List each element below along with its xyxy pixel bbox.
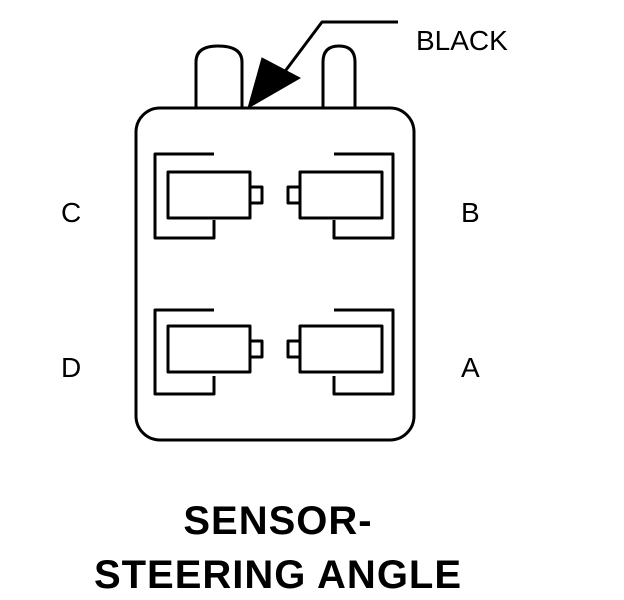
connector-body (134, 106, 416, 442)
pin-label-b: B (461, 197, 480, 228)
left-lock-tab (194, 44, 244, 108)
title-line-1: SENSOR- (183, 499, 372, 543)
title-line-2: STEERING ANGLE (94, 553, 462, 597)
terminal-cavity-a (286, 308, 395, 396)
black-callout-arrow (247, 20, 398, 110)
terminal-cavity-b (286, 152, 395, 240)
right-lock-tab (321, 44, 357, 108)
pin-label-c: C (61, 197, 81, 228)
terminal-cavity-d (153, 308, 264, 396)
callout-label-black: BLACK (416, 25, 508, 56)
pin-label-d: D (61, 352, 81, 383)
arrowhead (247, 57, 302, 110)
leader-line (278, 20, 398, 79)
top-tabs (194, 44, 357, 108)
pin-label-a: A (461, 352, 480, 383)
terminal-cavity-c (153, 152, 264, 240)
